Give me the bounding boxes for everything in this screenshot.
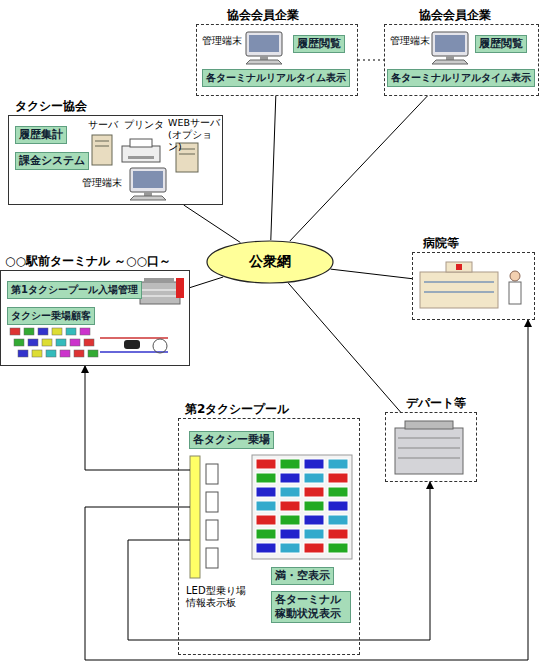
function-box: 各ターミナルリアルタイム表示: [387, 69, 535, 87]
group-box: 協会会員企業履歴閲覧各ターミナルリアルタイム表示: [196, 24, 358, 96]
connector: [128, 482, 430, 640]
function-box: 課金システム: [15, 152, 89, 170]
connector: [358, 60, 384, 61]
department-store-building: [395, 421, 463, 474]
group-box: デパート等: [385, 412, 477, 482]
taxi-lane: [100, 338, 168, 353]
function-label: タクシー乗場顧客: [11, 310, 91, 321]
function-box: 履歴閲覧: [293, 35, 345, 53]
server-label: サーバ: [88, 119, 118, 131]
function-box: 履歴閲覧: [475, 35, 527, 53]
parking-bays: [256, 459, 348, 553]
function-box: 第1タクシープール入場管理: [7, 281, 142, 299]
function-label: 履歴閲覧: [479, 37, 523, 50]
function-label: 各ターミナルリアルタイム表示: [206, 72, 346, 83]
group-heading: ○○駅前ターミナル ～○○口～: [5, 254, 171, 268]
function-box: 各ターミナルリアルタイム表示: [202, 69, 350, 87]
server-icon: [92, 135, 112, 165]
taxi-pool-cars: [10, 328, 98, 357]
connector: [271, 96, 276, 240]
led-board-label: LED型乗り場 情報表示板: [186, 585, 258, 609]
group-heading: 協会会員企業: [419, 8, 491, 22]
function-label: 履歴集計: [19, 128, 63, 141]
function-box: 履歴集計: [15, 126, 67, 144]
connector: [331, 269, 413, 279]
group-heading: 病院等: [423, 236, 459, 250]
terminal-label: 管理端末: [82, 177, 122, 189]
function-label: 各タクシー乗場: [193, 433, 270, 446]
group-box: 病院等: [412, 252, 535, 320]
function-box: 満・空表示: [271, 567, 334, 585]
network-ellipse: 公衆網: [206, 240, 334, 284]
terminal-label: 管理端末: [202, 35, 242, 47]
connector: [288, 283, 400, 412]
printer-icon: [122, 139, 160, 162]
function-label: 各ターミナル稼動状況表示: [275, 593, 341, 620]
group-heading: 協会会員企業: [227, 8, 299, 22]
hospital-building: [420, 262, 521, 308]
function-label: 第1タクシープール入場管理: [11, 284, 138, 295]
led-wire: [178, 470, 190, 540]
connector: [184, 205, 241, 243]
group-box: 第2タクシープール各タクシー乗場満・空表示各ターミナル稼動状況表示: [178, 418, 360, 655]
function-label: 満・空表示: [275, 569, 330, 582]
group-box: 協会会員企業履歴閲覧各ターミナルリアルタイム表示: [384, 24, 539, 96]
function-label: 履歴閲覧: [297, 37, 341, 50]
printer-label: プリンタ: [124, 119, 164, 131]
function-label: 各ターミナルリアルタイム表示: [391, 72, 531, 83]
group-heading: タクシー協会: [15, 99, 87, 113]
function-box: タクシー乗場顧客: [7, 307, 95, 325]
station-building: [140, 278, 184, 304]
computer-icon: [432, 32, 468, 64]
computer-icon: [130, 168, 166, 200]
group-box: ○○駅前ターミナル ～○○口～第1タクシープール入場管理タクシー乗場顧客: [0, 270, 190, 366]
function-box: 各ターミナル稼動状況表示: [271, 591, 351, 623]
bay-sign: [206, 464, 218, 568]
group-heading: 第2タクシープール: [185, 402, 289, 416]
connector: [190, 277, 223, 288]
terminal-label: 管理端末: [390, 35, 430, 47]
function-box: 各タクシー乗場: [189, 431, 274, 449]
parking-grid: [252, 455, 352, 559]
connector: [85, 366, 178, 470]
function-label: 課金システム: [19, 154, 85, 167]
group-heading: デパート等: [406, 396, 466, 410]
connector: [290, 96, 428, 241]
led-board: [190, 456, 200, 578]
computer-icon: [246, 32, 282, 64]
network-label: 公衆網: [249, 253, 291, 271]
connector: [85, 320, 528, 660]
web-server-label: WEBサーバ (オプション): [168, 117, 222, 153]
